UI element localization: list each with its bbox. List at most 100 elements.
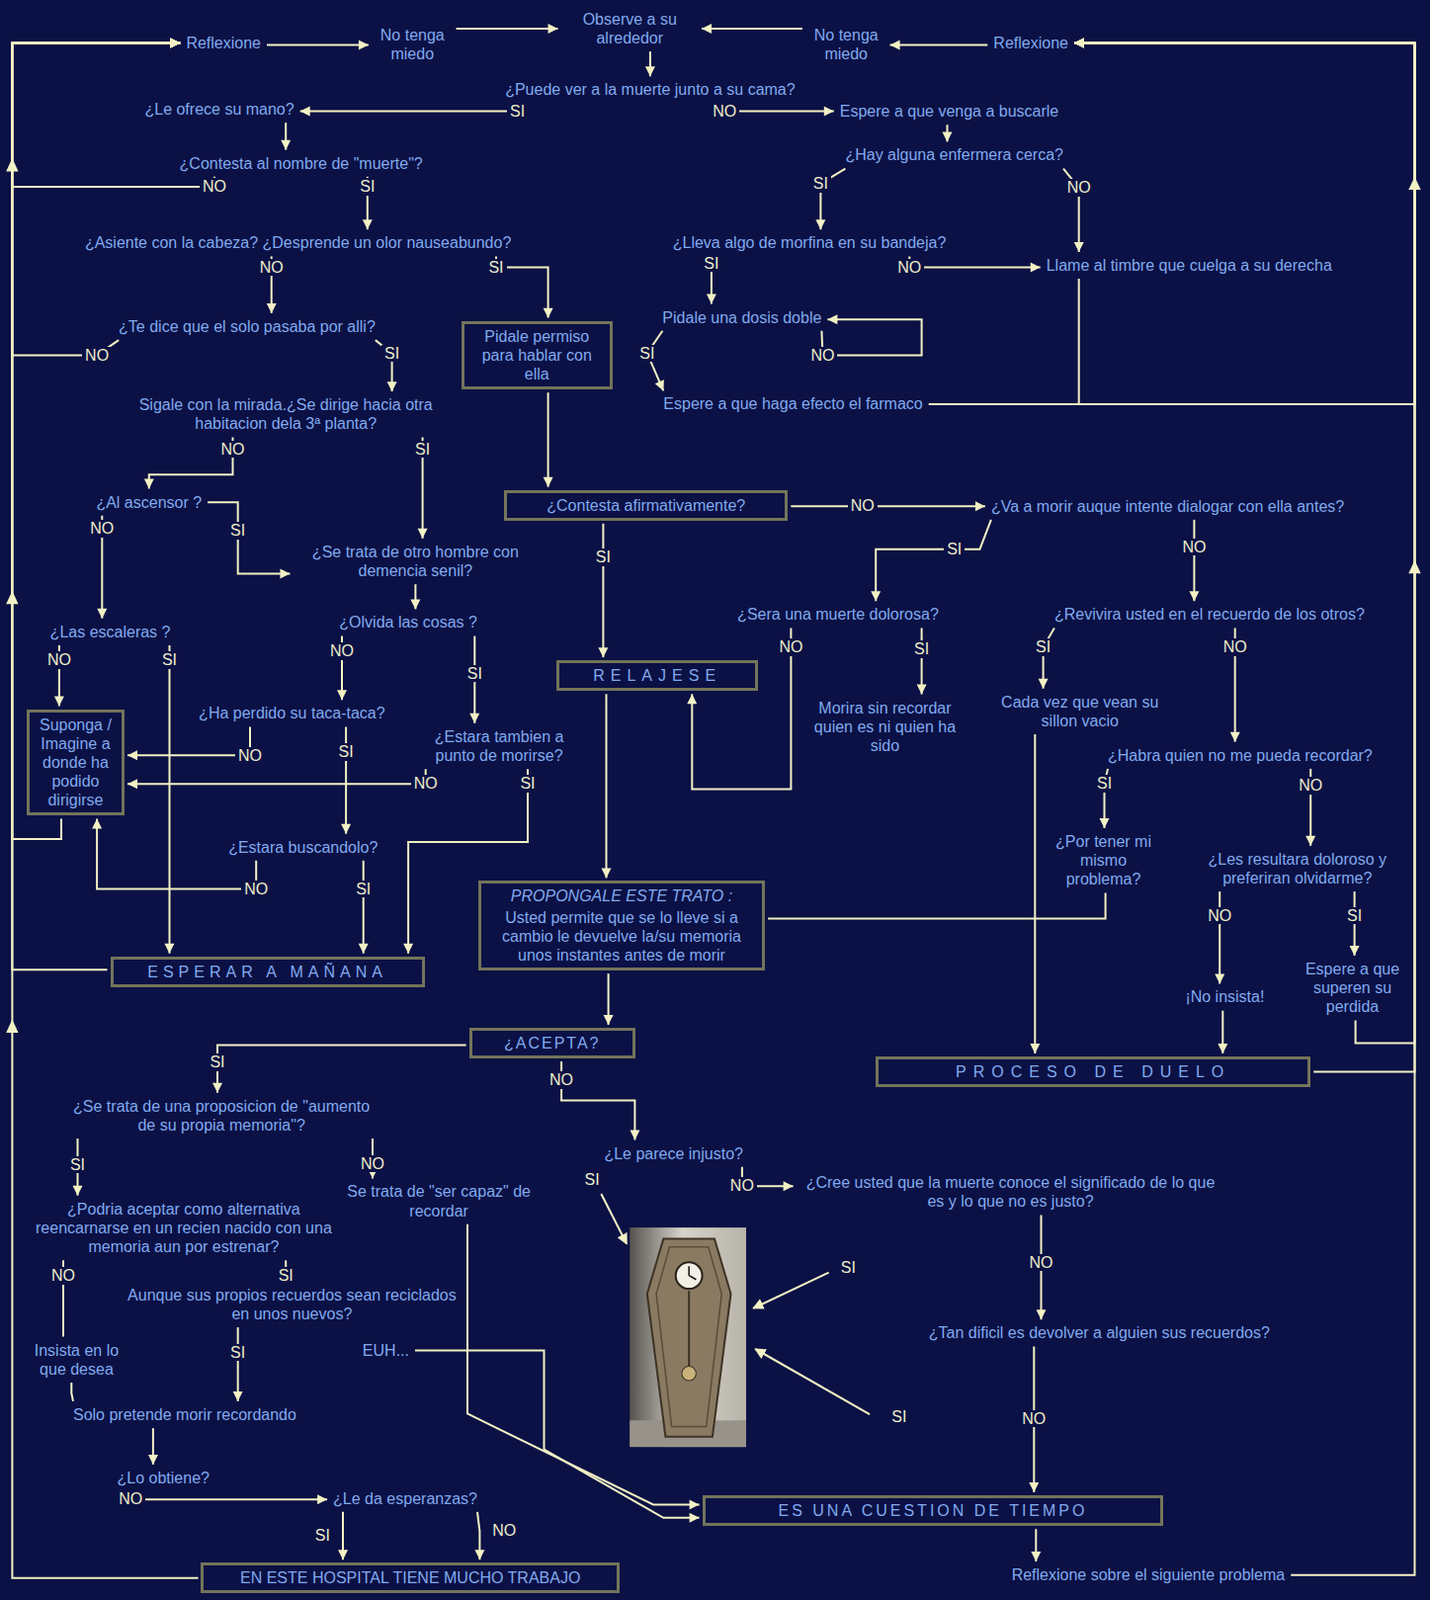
arrowhead <box>543 308 554 319</box>
answer-label: SI <box>381 344 403 363</box>
answer-label: NO <box>217 440 248 459</box>
flow-step: ¿Sera una muerte dolorosa? <box>734 603 942 625</box>
answer-label: NO <box>546 1071 577 1090</box>
arrowhead <box>410 598 421 609</box>
connector-line <box>1033 734 1036 1054</box>
arrowhead <box>418 528 428 539</box>
flow-step: ¡No insista! <box>1181 986 1267 1008</box>
connector-line <box>217 1045 467 1094</box>
connector-line <box>11 42 180 355</box>
answer-label: SI <box>506 102 528 121</box>
answer-label: NO <box>44 651 75 670</box>
flow-connector <box>300 103 518 117</box>
connector-line <box>127 727 251 757</box>
flow-step: ¿Se trata de una proposicion de "aumento… <box>63 1095 380 1136</box>
step-text: ¿Revivira usted en el recuerdo de los ot… <box>1054 604 1365 624</box>
arrowhead <box>917 684 927 695</box>
flow-connector <box>1029 734 1040 1054</box>
arrowhead <box>340 824 351 835</box>
answer-label: SI <box>412 440 433 459</box>
answer-label: NO <box>1064 178 1094 197</box>
step-text: Pidale permiso para hablar con ella <box>470 327 604 385</box>
step-text: ¿Habra quien no me pueda recordar? <box>1107 746 1373 765</box>
flow-connector <box>11 37 180 355</box>
flow-connector <box>148 1428 159 1465</box>
step-text: ¿ACEPTA? <box>478 1033 627 1053</box>
answer-label: SI <box>700 254 722 273</box>
arrowhead <box>1030 1551 1041 1562</box>
flow-step: ¿Se trata de otro hombre con demencia se… <box>292 541 538 582</box>
answer-label: NO <box>199 177 230 196</box>
flow-step: Reflexione <box>182 32 264 54</box>
flow-step: ¿Estara tambien a punto de morirse? <box>410 726 589 766</box>
connector-line <box>266 43 369 46</box>
flow-step: ¿Revivira usted en el recuerdo de los ot… <box>1051 603 1368 625</box>
step-text: ¿Te dice que el solo pasaba por alli? <box>118 317 376 337</box>
step-text: Solo pretende morir recordando <box>73 1405 297 1425</box>
flow-box: PROPONGALE ESTE TRATO :Usted permite que… <box>478 880 765 971</box>
answer-label: SI <box>1032 638 1054 657</box>
connector-line <box>11 42 198 1578</box>
flow-step: Sigale con la mirada.¿Se dirige hacia ot… <box>112 394 460 434</box>
step-text: Suponga / Imagine a donde ha podido diri… <box>35 715 116 811</box>
arrowhead <box>941 131 952 142</box>
answer-label: SI <box>485 258 506 277</box>
connector-line <box>767 893 1106 920</box>
step-text: Pidale una dosis doble <box>662 308 822 328</box>
step-text: Aunque sus propios recuerdos sean recicl… <box>126 1285 458 1324</box>
answer-label: SI <box>464 665 486 683</box>
flow-step: ¿Habra quien no me pueda recordar? <box>1104 745 1376 766</box>
arrowhead <box>783 1180 794 1191</box>
arrowhead <box>317 1494 328 1505</box>
flow-step: Espere a que venga a buscarle <box>837 100 1062 122</box>
flow-connector <box>71 1382 74 1402</box>
answer-label: SI <box>67 1156 88 1175</box>
flow-step: Pidale una dosis doble <box>659 307 825 329</box>
flow-box: EN ESTE HOSPITAL TIENE MUCHO TRABAJO <box>200 1562 619 1594</box>
answer-label: NO <box>727 1177 758 1195</box>
arrowhead <box>689 1499 700 1510</box>
flow-step: EUH... <box>359 1340 413 1361</box>
step-text: Reflexione <box>185 33 261 53</box>
connector-line <box>362 860 365 954</box>
arrowhead <box>686 693 697 704</box>
step-text: Reflexione <box>993 33 1069 53</box>
flow-connector <box>870 519 992 601</box>
step-text: Cada vez que vean su sillon vacio <box>996 692 1165 731</box>
answer-label: NO <box>807 346 838 365</box>
flow-connector <box>358 860 369 954</box>
arrowhead <box>91 818 102 829</box>
flow-connector <box>928 37 1416 405</box>
flow-step: No tenga miedo <box>805 24 888 65</box>
arrowhead <box>655 379 665 391</box>
flow-step: ¿Tan dificil es devolver a alguien sus r… <box>925 1322 1273 1344</box>
arrowhead <box>127 750 138 760</box>
arrowhead <box>1099 818 1110 829</box>
flow-step: ¿Al ascensor ? <box>92 492 205 513</box>
flow-step: ¿Le ofrece su mano? <box>141 98 297 120</box>
flow-step: Insista en lo que desea <box>25 1340 128 1380</box>
arrowhead <box>548 23 559 34</box>
flow-connector <box>1074 37 1416 1072</box>
answer-label: SI <box>943 540 965 559</box>
flow-step: Reflexione sobre el siguiente problema <box>1009 1564 1289 1586</box>
flow-step: ¿Lleva algo de morfina en su bandeja? <box>670 232 950 253</box>
flow-box: RELAJESE <box>556 660 759 691</box>
answer-label: SI <box>888 1408 910 1427</box>
connector-line <box>790 504 986 507</box>
flow-connector <box>130 1491 328 1505</box>
answer-label: SI <box>592 548 614 567</box>
step-text: ¿Hay alguna enfermera cerca? <box>844 145 1064 165</box>
step-text: Reflexione sobre el siguiente problema <box>1011 1565 1286 1585</box>
flow-step: ¿Le parece injusto? <box>600 1143 747 1165</box>
flow-step: ¿Contesta al nombre de "muerte"? <box>176 153 426 174</box>
answer-label: SI <box>356 177 378 196</box>
answer-label: SI <box>352 880 374 899</box>
flow-step: Espere a que superen su perdida <box>1301 958 1404 1018</box>
arrowhead <box>1230 732 1241 743</box>
flow-step: ¿Les resultara doloroso y preferiran olv… <box>1187 848 1408 889</box>
connector-line <box>875 519 992 601</box>
step-text: ¿Asiente con la cabeza? ¿Desprende un ol… <box>84 233 511 253</box>
connector-line <box>1074 42 1416 1043</box>
answer-label: SI <box>312 1526 334 1545</box>
